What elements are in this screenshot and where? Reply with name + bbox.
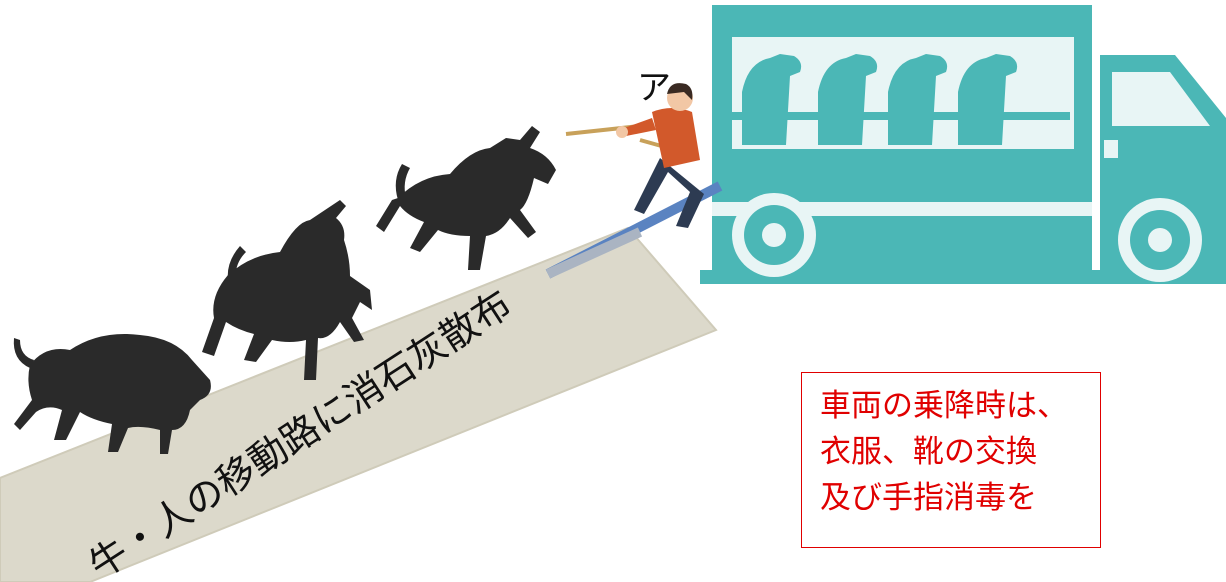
bull-3	[376, 126, 556, 270]
ramp-surface	[0, 226, 718, 582]
bull-2	[202, 200, 372, 380]
hygiene-notice: 車両の乗降時は、 衣服、靴の交換 及び手指消毒を	[801, 372, 1101, 548]
truck-chassis	[700, 270, 1226, 284]
person-legs	[634, 158, 704, 228]
bull-3-tail	[395, 164, 410, 200]
ramp-edge-line-grey	[545, 227, 643, 279]
person-hair	[667, 83, 693, 100]
truck-front-wheel-center	[1148, 228, 1172, 252]
bull-1-tail	[13, 338, 34, 368]
bull-2-tail	[227, 246, 246, 280]
bull-silhouette-icon	[13, 126, 556, 454]
bull-1	[14, 334, 211, 454]
truck-cattle	[742, 54, 1018, 145]
truck-cargo-right-post	[1074, 37, 1092, 149]
truck-cargo-top	[712, 5, 1092, 37]
livestock-truck-icon	[700, 5, 1226, 284]
notice-line-3: 及び手指消毒を	[820, 480, 1037, 516]
truck-cab-handle	[1104, 140, 1118, 158]
notice-line-1: 車両の乗降時は、	[820, 388, 1068, 424]
notice-line-2: 衣服、靴の交換	[820, 434, 1037, 470]
handler-label: ア	[637, 68, 671, 108]
person-pulling-rope-icon	[565, 83, 704, 228]
person-shirt	[652, 108, 700, 168]
person-hand	[616, 126, 628, 138]
truck-cab-window	[1112, 72, 1210, 126]
truck-rear-wheel-center	[762, 223, 786, 247]
truck-cargo-left-post	[712, 37, 732, 149]
person-arm	[624, 118, 656, 136]
